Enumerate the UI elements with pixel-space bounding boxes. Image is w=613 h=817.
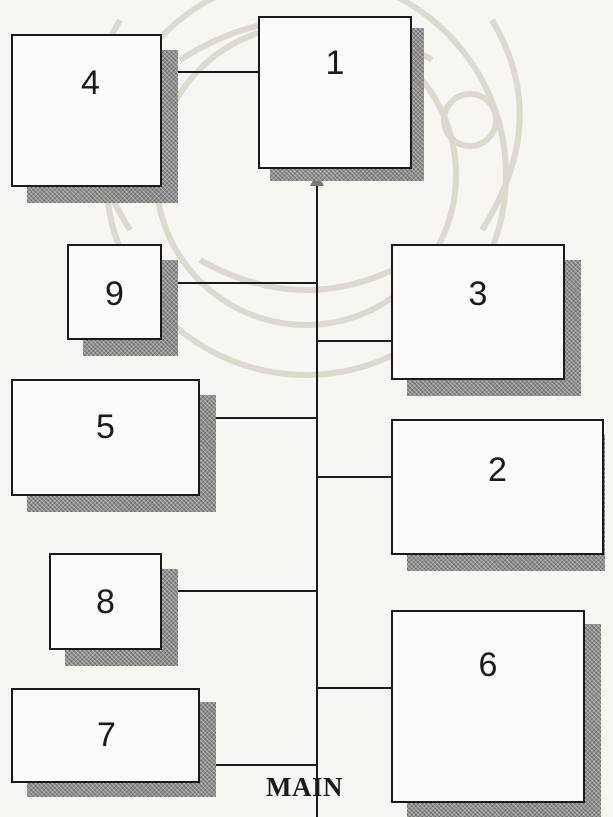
box-frame: 4 [11, 34, 162, 187]
box-frame: 2 [391, 419, 604, 555]
box-label: 1 [260, 44, 410, 83]
box-frame: 1 [258, 16, 412, 169]
box-label: 8 [51, 583, 160, 622]
box-4: 4 [11, 34, 162, 187]
box-8: 8 [49, 553, 162, 650]
box-label: 3 [393, 275, 563, 314]
box-6: 6 [391, 610, 585, 803]
box-label: 7 [97, 716, 198, 755]
box-3: 3 [391, 244, 565, 380]
box-frame: 8 [49, 553, 162, 650]
box-2: 2 [391, 419, 604, 555]
box-frame: 9 [67, 244, 162, 340]
box-label: 4 [81, 64, 160, 103]
box-label: 9 [69, 275, 160, 314]
box-frame: 3 [391, 244, 565, 380]
box-5: 5 [11, 379, 200, 496]
box-frame: 7 [11, 688, 200, 783]
box-label: 5 [96, 408, 198, 447]
main-label: MAIN [266, 772, 343, 803]
box-1: 1 [258, 16, 412, 169]
box-7: 7 [11, 688, 200, 783]
box-frame: 6 [391, 610, 585, 803]
box-label: 6 [393, 646, 583, 685]
box-frame: 5 [11, 379, 200, 496]
box-9: 9 [67, 244, 162, 340]
box-label: 2 [393, 451, 602, 490]
